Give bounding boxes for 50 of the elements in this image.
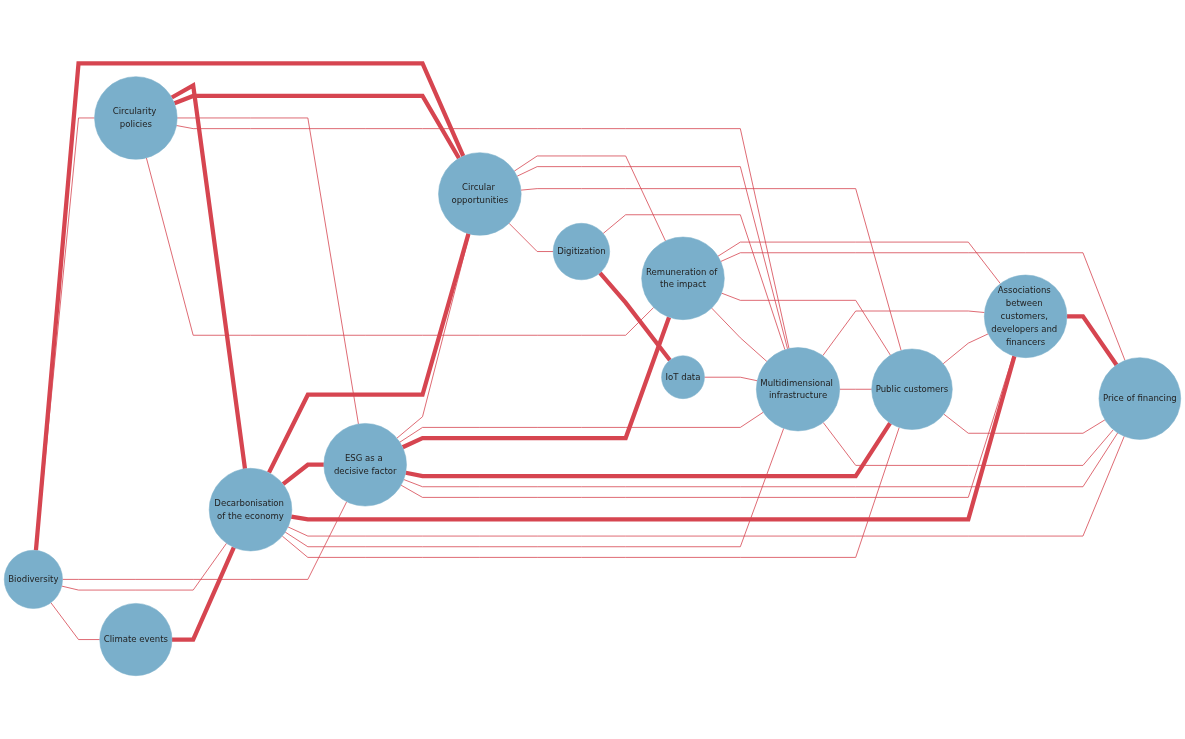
connector <box>403 432 1119 488</box>
connector <box>513 155 666 242</box>
connector <box>1066 314 1119 367</box>
node-circle: Public customers <box>871 348 953 430</box>
node-circle: Digitization <box>552 223 610 281</box>
connector <box>401 316 672 450</box>
connector <box>172 546 236 642</box>
connector <box>822 310 985 357</box>
node-circle: Associations between customers, developers and financers <box>984 274 1068 358</box>
connector <box>62 501 348 580</box>
connector <box>61 542 227 591</box>
connector <box>516 166 788 350</box>
node-circle: ESG as a decisive factor <box>323 423 407 507</box>
connector <box>50 602 101 640</box>
connector <box>33 61 466 551</box>
connector <box>717 241 1001 284</box>
connector <box>281 462 324 486</box>
connector <box>281 427 900 558</box>
node-circle: Decarbonisation of the economy <box>208 468 293 552</box>
node-circle: Climate events <box>99 603 173 676</box>
connector <box>721 292 891 356</box>
connector <box>942 333 989 365</box>
connector <box>405 421 892 479</box>
connector <box>290 355 1017 522</box>
connector <box>704 376 758 382</box>
connector <box>399 411 764 443</box>
connector <box>176 117 359 425</box>
connector <box>598 271 672 362</box>
node-circle: Price of financing <box>1098 357 1181 440</box>
connector <box>400 355 1014 498</box>
connector <box>146 157 655 336</box>
connector <box>711 307 768 362</box>
connector <box>287 435 1125 537</box>
connector <box>822 422 1114 466</box>
node-circle: Circularity policies <box>94 76 178 160</box>
node-circle: Biodiversity <box>4 550 63 609</box>
connector <box>943 413 1106 434</box>
node-circle: Circular opportunities <box>438 152 522 236</box>
connector <box>520 188 902 351</box>
connector <box>508 222 554 252</box>
connector <box>170 81 248 469</box>
node-circle: Multidimensional infrastructure <box>756 347 840 432</box>
connector <box>176 125 790 349</box>
connector <box>839 388 873 390</box>
node-circle: Remuneration of the impact <box>641 236 725 320</box>
connector <box>173 93 461 160</box>
connector <box>602 214 786 351</box>
node-circle: IoT data <box>661 355 705 399</box>
connector <box>267 233 471 474</box>
connector <box>284 428 785 548</box>
